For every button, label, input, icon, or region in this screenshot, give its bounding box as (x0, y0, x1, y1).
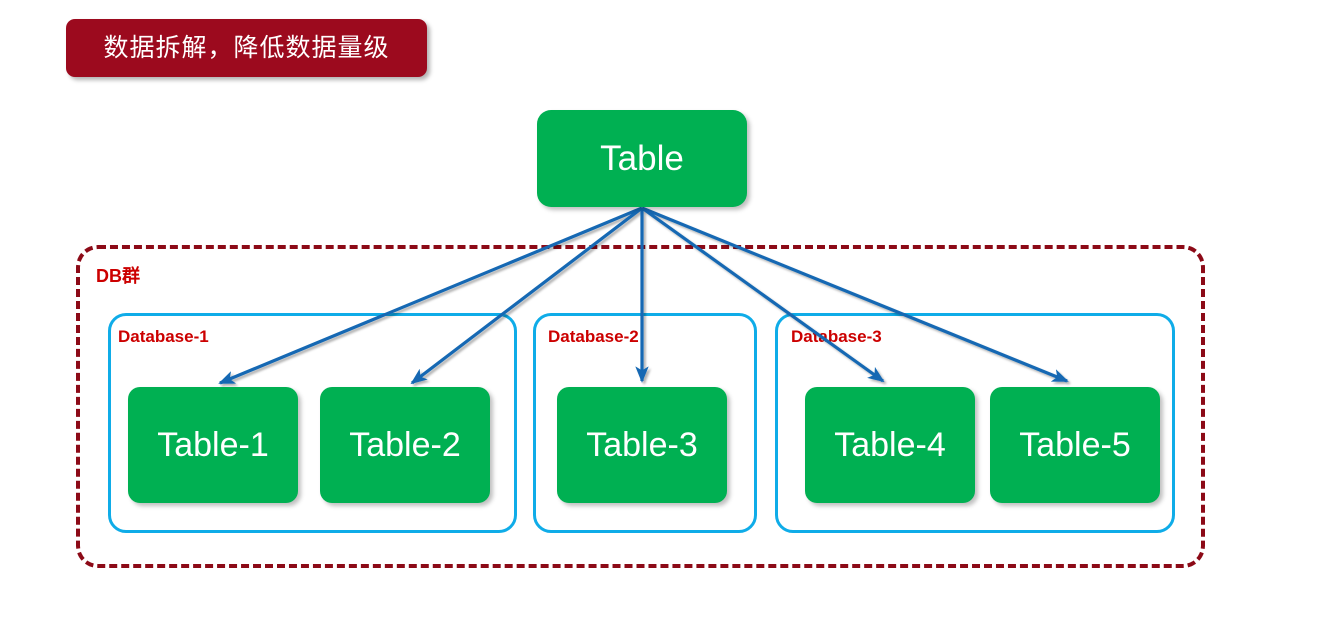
node-table-5[interactable]: Table-5 (990, 387, 1160, 503)
title-banner: 数据拆解，降低数据量级 (66, 19, 427, 77)
node-table-1[interactable]: Table-1 (128, 387, 298, 503)
title-banner-text: 数据拆解，降低数据量级 (103, 33, 390, 62)
node-table-1-label: Table-1 (157, 426, 269, 464)
node-table-4[interactable]: Table-4 (805, 387, 975, 503)
database-label-3: Database-3 (791, 327, 882, 346)
db-group-label: DB群 (96, 266, 140, 286)
node-table-4-label: Table-4 (834, 426, 946, 464)
database-label-2: Database-2 (548, 327, 639, 346)
node-table-5-label: Table-5 (1019, 426, 1131, 464)
node-table-2[interactable]: Table-2 (320, 387, 490, 503)
node-table-root[interactable]: Table (537, 110, 747, 207)
database-label-1: Database-1 (118, 327, 209, 346)
node-table-2-label: Table-2 (349, 426, 461, 464)
node-table-3-label: Table-3 (586, 426, 698, 464)
node-table-root-label: Table (600, 139, 684, 178)
node-table-3[interactable]: Table-3 (557, 387, 727, 503)
